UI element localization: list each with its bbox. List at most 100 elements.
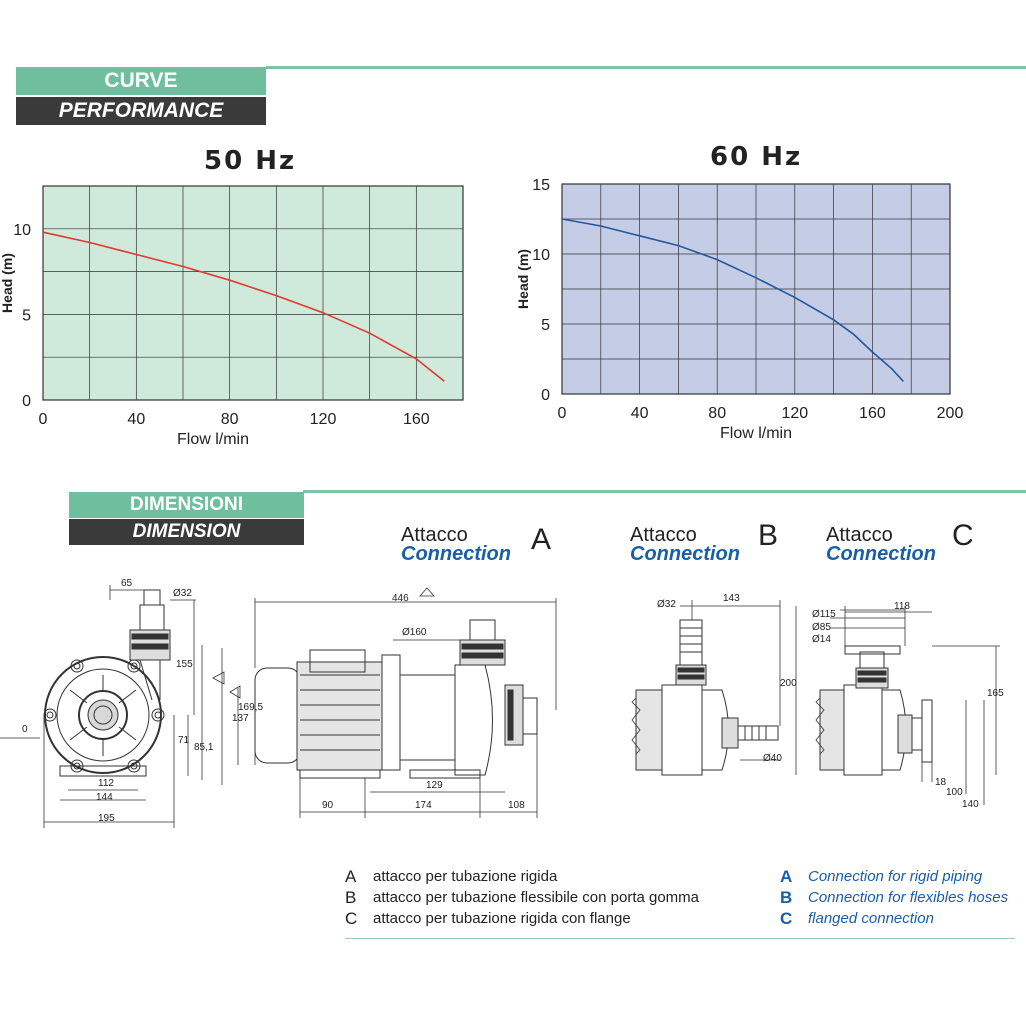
x-tick-label: 40 — [631, 405, 649, 422]
connection-a-italian: Attacco — [401, 524, 468, 546]
dim-side-129: 129 — [426, 780, 443, 791]
dim-c-d115: Ø115 — [812, 609, 836, 620]
dim-front-65: 65 — [121, 578, 133, 589]
connection-a-caption: Attacco Connection A — [401, 524, 551, 565]
legend-en-key: B — [780, 887, 793, 907]
dim-b-d40: Ø40 — [763, 753, 782, 764]
dim-front-71: 71 — [178, 735, 190, 746]
dim-c-165: 165 — [987, 688, 1004, 699]
dimensioni-header: DIMENSIONI — [69, 492, 304, 518]
connection-a-english: Connection — [401, 543, 511, 565]
dim-c-18: 18 — [935, 777, 947, 788]
connection-b-italian: Attacco — [630, 524, 697, 546]
dim-side-446: 446 — [392, 593, 409, 604]
pump-front-view — [0, 585, 203, 828]
curve-header: CURVE — [16, 67, 266, 95]
connection-b-caption: Attacco Connection B — [630, 521, 778, 565]
legend-en-key: A — [780, 866, 793, 886]
connection-c-drawing — [815, 606, 1000, 805]
dim-front-112: 112 — [98, 778, 114, 789]
y-axis-label: Head (m) — [515, 249, 531, 309]
legend-it-key: A — [345, 866, 357, 886]
connection-c-english: Connection — [826, 543, 936, 565]
dim-front-0: 0 — [22, 724, 28, 735]
x-tick-label: 0 — [39, 411, 48, 428]
dim-side-d160: Ø160 — [402, 627, 427, 638]
x-tick-label: 80 — [221, 411, 239, 428]
legend-en-text: Connection for rigid piping — [808, 868, 983, 885]
x-axis-label: Flow l/min — [177, 431, 249, 448]
dim-b-143: 143 — [723, 593, 740, 604]
dim-front-195: 195 — [98, 813, 115, 824]
series-line — [42, 231, 445, 382]
dim-b-200: 200 — [780, 678, 797, 689]
connection-a-letter: A — [531, 523, 552, 556]
x-tick-label: 80 — [708, 405, 726, 422]
legend-it-text: attacco per tubazione rigida — [373, 868, 558, 885]
dim-b-d32: Ø32 — [657, 599, 676, 610]
dim-c-d14: Ø14 — [812, 634, 831, 645]
y-axis-label: Head (m) — [0, 253, 15, 313]
chart-60hz-title: 60 Hz — [710, 142, 803, 172]
dim-c-140: 140 — [962, 799, 979, 810]
dim-front-85: 85,1 — [194, 742, 214, 753]
legend-it-text: attacco per tubazione rigida con flange — [373, 910, 631, 927]
dim-front-d32: Ø32 — [173, 588, 192, 599]
dim-side-90: 90 — [322, 800, 334, 811]
y-tick-label: 0 — [22, 393, 31, 410]
x-tick-label: 120 — [310, 411, 337, 428]
connection-b-drawing — [631, 600, 797, 776]
connection-b-letter: B — [758, 519, 779, 552]
series-line — [561, 218, 904, 382]
dim-side-174: 174 — [415, 800, 432, 811]
dim-front-169: 169,5 — [238, 702, 263, 713]
legend-divider — [345, 938, 1015, 939]
y-tick-label: 5 — [541, 317, 550, 334]
curve-section-rule — [266, 66, 1026, 69]
x-tick-label: 120 — [781, 405, 808, 422]
dim-front-155: 155 — [176, 659, 193, 670]
y-tick-label: 15 — [532, 177, 550, 194]
y-tick-label: 10 — [532, 247, 550, 264]
y-tick-label: 10 — [13, 222, 31, 239]
legend-en-text: Connection for flexibles hoses — [808, 889, 1009, 906]
connection-b-english: Connection — [630, 543, 740, 565]
x-tick-label: 0 — [558, 405, 567, 422]
legend-it-key: C — [345, 908, 358, 928]
legend-it-key: B — [345, 887, 357, 907]
legend-en-row: B Connection for flexibles hoses — [780, 887, 1008, 908]
dimension-header: DIMENSION — [69, 519, 304, 545]
dim-c-118: 118 — [894, 601, 910, 612]
connection-c-italian: Attacco — [826, 524, 893, 546]
dim-side-108: 108 — [508, 800, 525, 811]
connection-c-letter: C — [952, 519, 974, 552]
dimension-section-rule — [303, 490, 1026, 493]
connection-c-caption: Attacco Connection C — [826, 521, 974, 565]
x-tick-label: 40 — [127, 411, 145, 428]
x-axis-label: Flow l/min — [720, 425, 792, 442]
plot-area — [42, 185, 464, 401]
x-tick-label: 160 — [859, 405, 886, 422]
dim-c-d85: Ø85 — [812, 622, 831, 633]
legend-en-text: flanged connection — [808, 910, 934, 927]
y-tick-label: 0 — [541, 387, 550, 404]
legend-en-key: C — [780, 908, 793, 928]
legend-en-row: A Connection for rigid piping — [780, 866, 1008, 887]
legend-it-text: attacco per tubazione flessibile con por… — [373, 889, 700, 906]
dim-c-100: 100 — [946, 787, 963, 798]
x-tick-label: 200 — [937, 405, 964, 422]
y-tick-label: 5 — [22, 307, 31, 324]
chart-50hz-title: 50 Hz — [204, 146, 297, 176]
legend-english: A Connection for rigid piping B Connection… — [780, 866, 1008, 929]
performance-header: PERFORMANCE — [16, 97, 266, 125]
pump-side-view — [212, 587, 557, 818]
dim-side-137: 137 — [232, 713, 249, 724]
dimension-drawings: 65 Ø32 155 169,5 0 71 85,1 112 144 195 4… — [0, 578, 1004, 828]
